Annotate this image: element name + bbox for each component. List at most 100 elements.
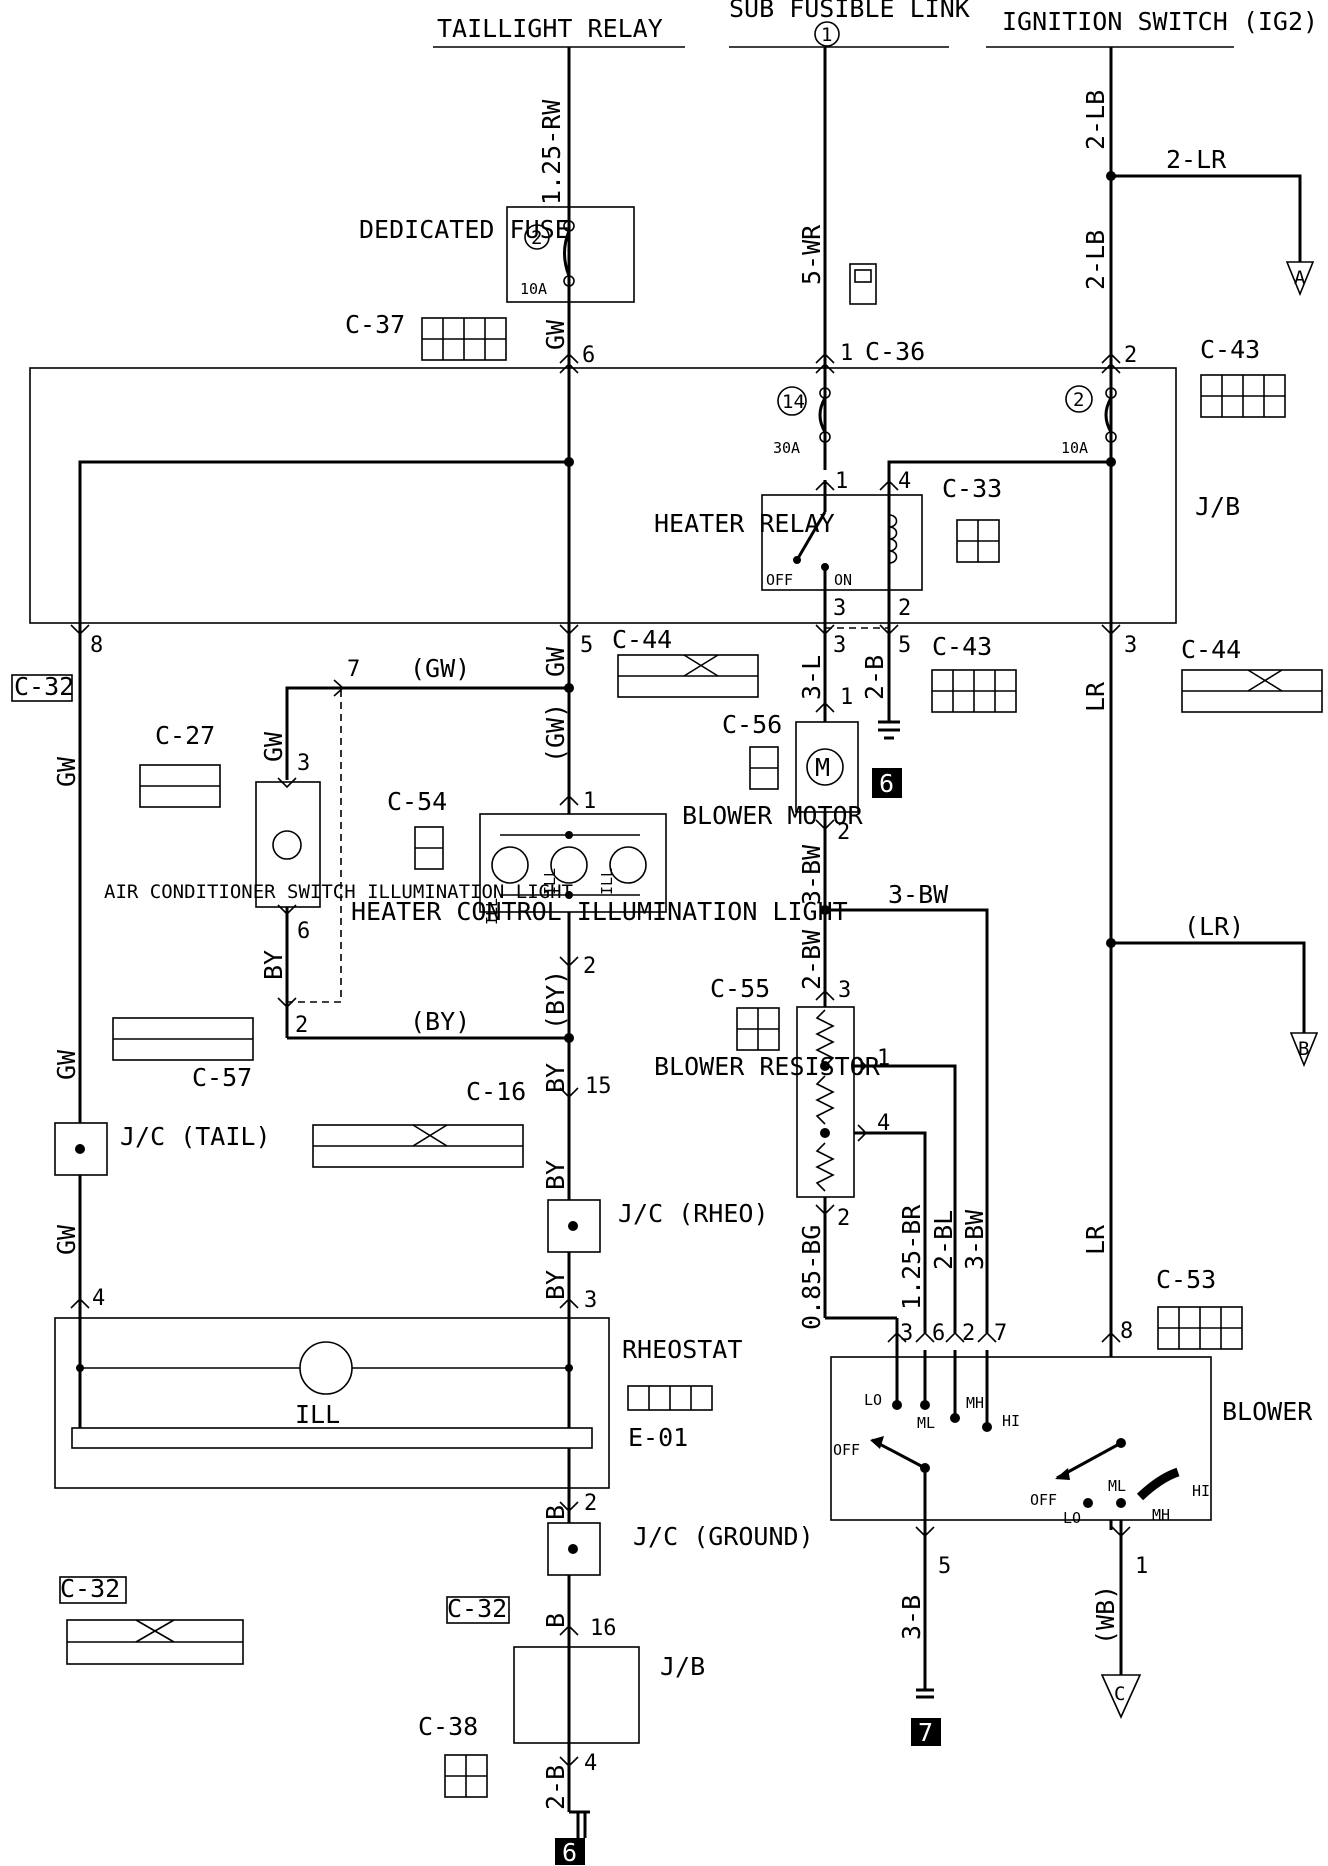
- wire-labels: 1.25-RW 5-WR 2-LB 2-LR 2-LB GW GW (GW) (…: [52, 90, 1244, 1810]
- junction-block-lower-label: J/B: [660, 1652, 705, 1681]
- pin-15: 15: [585, 1074, 612, 1099]
- dedicated-fuse-amperage: 10A: [520, 280, 547, 298]
- pin-numbers: 6 1 2 1 4 3 2 8 5 3 5 3 7 1 2 1 3 6 2 2 …: [90, 341, 1148, 1776]
- switch-mh-label-2: MH: [1152, 1506, 1170, 1524]
- heater-control-illumination-light: ILL ILL ILL HEATER CONTROL ILLUMINATION …: [351, 813, 848, 926]
- pin-switch-5: 5: [938, 1554, 951, 1579]
- ground-7: 7: [911, 1675, 941, 1747]
- wire-3l: 3-L: [797, 655, 826, 700]
- pin-rheostat-3: 3: [584, 1288, 597, 1313]
- jc-rheo-label: J/C (RHEO): [618, 1199, 769, 1228]
- switch-hi-label: HI: [1002, 1412, 1020, 1430]
- c37-icon: [421, 317, 507, 361]
- sub-fusible-link-label: SUB FUSIBLE LINK: [729, 0, 970, 23]
- wire-3b: 3-B: [897, 1595, 926, 1640]
- pin-m-1: 1: [583, 789, 596, 814]
- heater-relay: OFF ON HEATER RELAY: [654, 480, 923, 600]
- wire-085bg: 0.85-BG: [797, 1225, 826, 1330]
- connector-c32c-label: C-32: [447, 1594, 507, 1623]
- motor-symbol: M: [815, 753, 830, 782]
- fuse-14-number: 14: [782, 391, 805, 413]
- pin-ac-3: 3: [297, 751, 310, 776]
- pin-relay-2: 2: [898, 596, 911, 621]
- ill-center: ILL: [541, 868, 559, 895]
- blower-switch: LO ML MH HI OFF OFF LO ML MH HI BLOWER S…: [830, 1350, 1328, 1527]
- c33-icon: [956, 519, 1000, 563]
- wire-2lb: 2-LB: [1081, 230, 1110, 290]
- switch-lo-label-2: LO: [1063, 1509, 1081, 1527]
- pin-8: 8: [90, 633, 103, 658]
- pin-relay-3: 3: [833, 596, 846, 621]
- pin-c36-1: 1: [840, 341, 853, 366]
- connector-c27-label: C-27: [155, 721, 215, 750]
- pin-switch-8: 8: [1120, 1319, 1133, 1344]
- off-page-b: B: [1289, 1032, 1319, 1068]
- c54-icon: [414, 826, 444, 870]
- switch-off-label: OFF: [833, 1441, 860, 1459]
- jc-tail: J/C (TAIL): [54, 1122, 271, 1176]
- pin-5: 5: [580, 633, 593, 658]
- pin-switch-7: 7: [994, 1321, 1007, 1346]
- connector-labels: C-37 C-36 C-43 C-33 C-44 C-43 C-44 C-32 …: [14, 310, 1260, 1741]
- pin-switch-6: 6: [932, 1321, 945, 1346]
- relay-off-label: OFF: [766, 571, 793, 589]
- wire-gw-ac: GW: [259, 731, 288, 762]
- pin-rheostat-4: 4: [92, 1286, 105, 1311]
- source-sub-fusible-link: SUB FUSIBLE LINK 1: [729, 0, 970, 48]
- fuse-2-number: 2: [1073, 389, 1084, 411]
- jc-tail-label: J/C (TAIL): [120, 1122, 271, 1151]
- wire-gw-left: GW: [52, 756, 81, 787]
- ground-6-bottom-number: 6: [562, 1838, 577, 1866]
- pin-16: 16: [590, 1616, 617, 1641]
- c32c-icon: [446, 1596, 510, 1624]
- ac-switch-illumination-light: AIR CONDITIONER SWITCH ILLUMINATION LIGH…: [104, 781, 573, 908]
- switch-off-label-2: OFF: [1030, 1491, 1057, 1509]
- connector-c32b-label: C-32: [60, 1574, 120, 1603]
- wire-b-ground: B: [541, 1505, 570, 1520]
- c32b-icon: [59, 1576, 244, 1665]
- jc-ground-label: J/C (GROUND): [633, 1522, 814, 1551]
- c27-icon: [139, 764, 221, 808]
- pin-c43-2: 2: [1124, 343, 1137, 368]
- off-page-b-label: B: [1298, 1038, 1309, 1060]
- connector-c53-label: C-53: [1156, 1265, 1216, 1294]
- ground-7-number: 7: [918, 1718, 933, 1747]
- wire-2lr: 2-LR: [1166, 145, 1227, 174]
- pin-ac-2: 2: [295, 1013, 308, 1038]
- wire-2lb-top: 2-LB: [1081, 90, 1110, 150]
- switch-ml-label: ML: [917, 1414, 935, 1432]
- pin-switch-1: 1: [1135, 1554, 1148, 1579]
- pin-relay-4: 4: [898, 469, 911, 494]
- connector-c57-label: C-57: [192, 1063, 252, 1092]
- c32-icon: [11, 674, 73, 702]
- c53-icon: [1157, 1306, 1243, 1350]
- wire-2bl: 2-BL: [929, 1210, 958, 1270]
- fuse-2: 2 10A: [1061, 385, 1117, 457]
- ground-6-bottom: 6: [555, 1800, 590, 1866]
- connector-icons: [11, 263, 1323, 1798]
- pin-hc-2: 2: [583, 954, 596, 979]
- wire-by-15: BY: [541, 1063, 570, 1093]
- heater-relay-label: HEATER RELAY: [654, 509, 835, 538]
- dedicated-fuse-number: 2: [531, 227, 542, 249]
- c56-icon: [749, 746, 779, 790]
- sub-fusible-link-number: 1: [821, 24, 832, 46]
- wire-gw-ac2: GW: [52, 1049, 81, 1080]
- wire-lr-lower: LR: [1081, 1224, 1110, 1255]
- ground-6-motor: 6: [872, 720, 902, 798]
- fuse-14: 14 30A: [773, 386, 831, 457]
- wire-3bw-horizontal: 3-BW: [888, 880, 949, 909]
- wiring: [78, 47, 1306, 1800]
- wire-125br: 1.25-BR: [897, 1204, 926, 1310]
- connector-c44b-label: C-44: [1181, 635, 1241, 664]
- c44-icon: [617, 654, 759, 698]
- c57-icon: [112, 1017, 254, 1061]
- wire-3bw-right: 3-BW: [960, 1209, 989, 1270]
- e01-icon: [627, 1385, 713, 1411]
- wire-wb: (WB): [1091, 1585, 1120, 1645]
- connector-c55-label: C-55: [710, 974, 770, 1003]
- wire-gw-jb: GW: [541, 646, 570, 677]
- connector-c54-label: C-54: [387, 787, 447, 816]
- connector-c44-label: C-44: [612, 625, 672, 654]
